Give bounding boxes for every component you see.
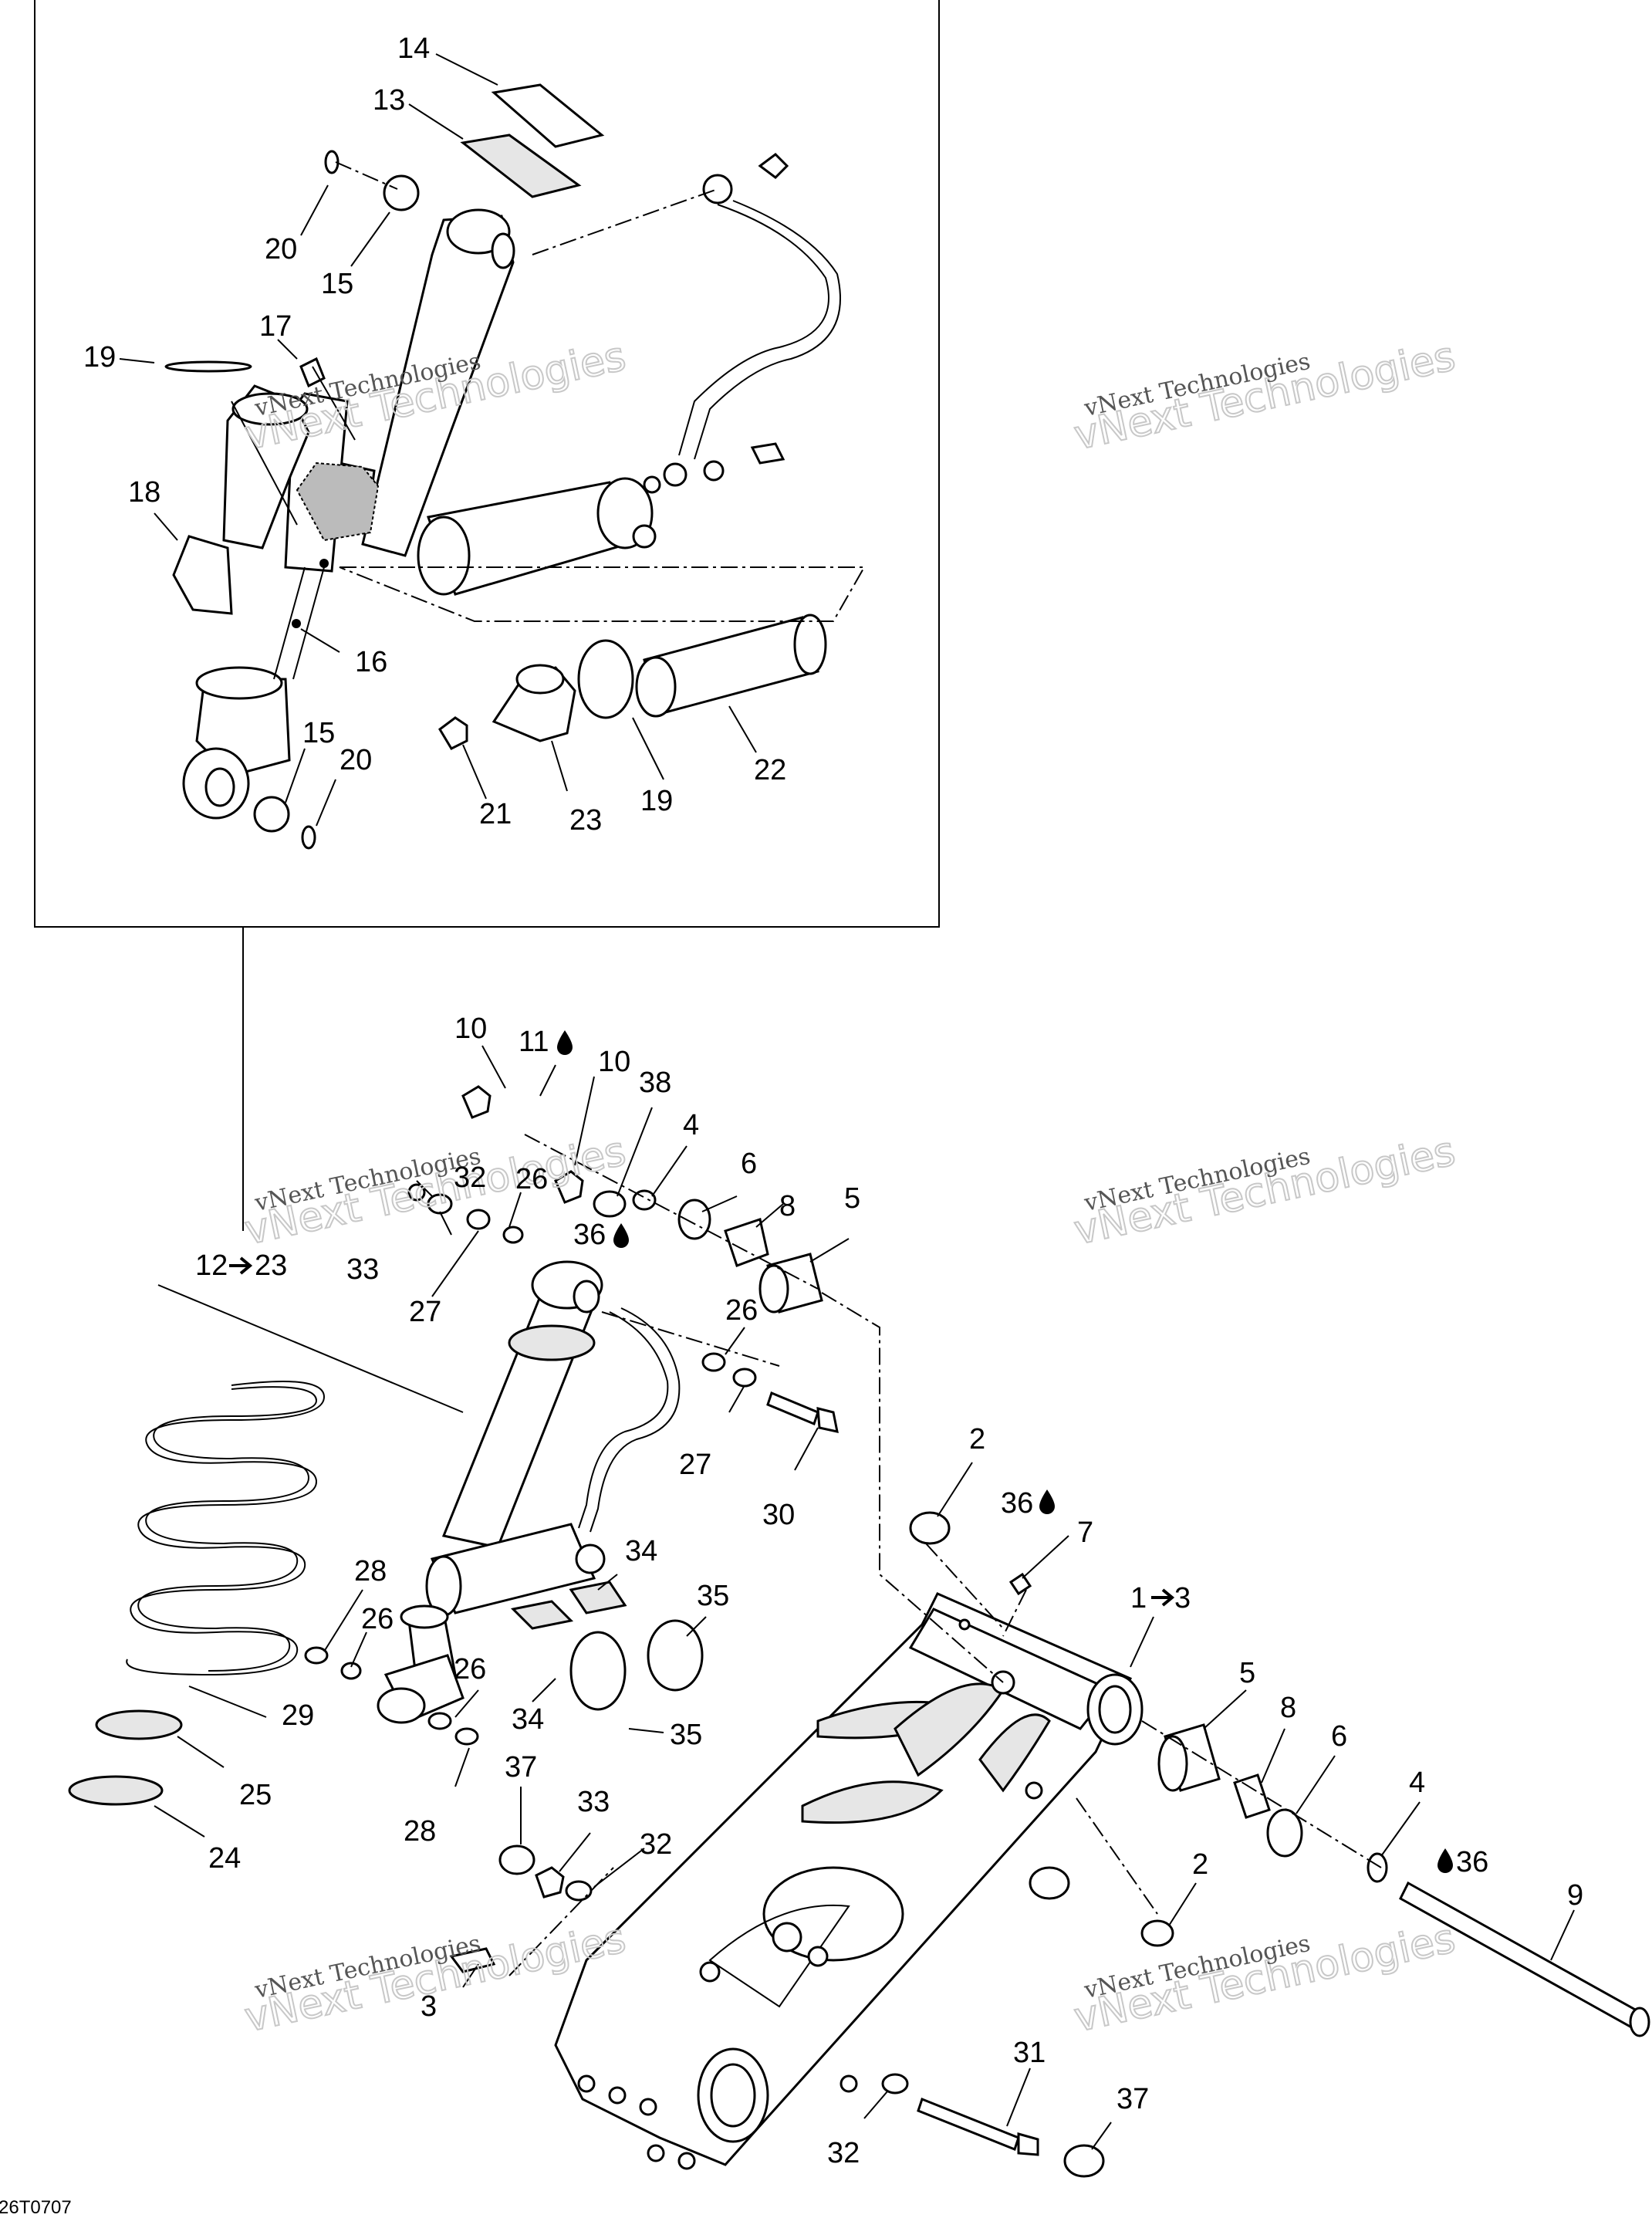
callout-label: 9 bbox=[1567, 1879, 1583, 1912]
callout-label: 23 bbox=[569, 804, 602, 837]
clamp-35a bbox=[569, 1631, 627, 1711]
arrow-right-icon bbox=[1151, 1588, 1175, 1607]
callout-label: 3 bbox=[1174, 1582, 1191, 1614]
callout-label: 27 bbox=[679, 1449, 711, 1481]
callout-label: 27 bbox=[409, 1296, 441, 1328]
callout-label: 26 bbox=[454, 1653, 486, 1685]
cap-37b bbox=[1063, 2144, 1105, 2178]
callout-label: 33 bbox=[577, 1786, 610, 1818]
shock-absorber-inset bbox=[34, 0, 940, 1231]
callout-label: 18 bbox=[128, 476, 160, 509]
callout-label: 3 bbox=[421, 1990, 437, 2023]
bolt-30 bbox=[701, 1352, 839, 1433]
callout-label: 31 bbox=[1013, 2037, 1046, 2069]
callout-label: 20 bbox=[265, 233, 297, 265]
callout-label: 2 bbox=[969, 1423, 985, 1456]
callout-label: 4 bbox=[1409, 1767, 1425, 1799]
main-assembly bbox=[68, 1085, 1650, 2178]
lubricant-drop-icon bbox=[613, 1223, 629, 1248]
callout-label: 28 bbox=[354, 1555, 387, 1587]
callout-label: 19 bbox=[83, 341, 116, 374]
plug-upper bbox=[1029, 1866, 1070, 1900]
lubricant-drop-icon bbox=[1437, 1848, 1453, 1873]
callout-label: 5 bbox=[1239, 1657, 1255, 1689]
cap-2a bbox=[909, 1511, 951, 1545]
swing-arm bbox=[554, 1592, 1144, 2170]
shock-body-inset bbox=[182, 208, 515, 820]
callout-label: 8 bbox=[779, 1190, 796, 1222]
cap-2b bbox=[1140, 1919, 1174, 1947]
clamp-35b bbox=[647, 1619, 704, 1692]
reservoir-hose-inset bbox=[678, 153, 841, 465]
reservoir-inset bbox=[417, 460, 725, 596]
callout-label: 13 bbox=[373, 84, 405, 117]
inset-frame bbox=[34, 0, 940, 928]
callout-label: 36 bbox=[1456, 1846, 1488, 1878]
callout-label: 32 bbox=[454, 1161, 486, 1194]
callout-label: 24 bbox=[208, 1842, 241, 1875]
lubricant-drop-icon bbox=[557, 1030, 573, 1055]
reservoir-parts-inset bbox=[438, 614, 827, 750]
callout-label: 6 bbox=[741, 1148, 757, 1180]
callout-label: 35 bbox=[697, 1580, 729, 1612]
bushing-34a bbox=[510, 1600, 574, 1630]
callout-label: 1 bbox=[1130, 1582, 1147, 1614]
top-hardware-inset bbox=[164, 83, 605, 850]
callout-label: 4 bbox=[683, 1109, 699, 1141]
callout-label: 36 bbox=[1001, 1487, 1033, 1520]
callout-label: 23 bbox=[255, 1249, 287, 1282]
callout-label: 26 bbox=[361, 1603, 394, 1635]
document-code: 26T0707 bbox=[0, 2197, 72, 2218]
callout-label: 14 bbox=[397, 32, 430, 65]
callout-label: 28 bbox=[404, 1815, 436, 1848]
callout-label: 10 bbox=[454, 1013, 487, 1045]
coil-spring bbox=[126, 1381, 326, 1676]
callout-label: 7 bbox=[1077, 1516, 1093, 1549]
callout-label: 8 bbox=[1280, 1692, 1296, 1724]
callout-label: 2 bbox=[1192, 1848, 1208, 1881]
shock-assembly bbox=[377, 1260, 681, 1724]
callout-label: 16 bbox=[355, 646, 387, 678]
callout-label: 30 bbox=[762, 1499, 795, 1531]
bushing-34b bbox=[569, 1581, 627, 1614]
callout-label: 21 bbox=[479, 798, 512, 830]
leader-lines bbox=[119, 53, 1575, 2150]
callout-label: 34 bbox=[625, 1535, 657, 1567]
callout-label: 22 bbox=[754, 754, 786, 786]
callout-label: 11 bbox=[519, 1026, 549, 1058]
callout-label: 37 bbox=[505, 1751, 537, 1784]
callout-label: 32 bbox=[827, 2137, 860, 2169]
callout-label: 17 bbox=[259, 310, 292, 343]
callout-label: 32 bbox=[640, 1828, 672, 1861]
callout-label: 6 bbox=[1331, 1720, 1347, 1753]
pivot-parts-right bbox=[1157, 1723, 1650, 2037]
spring-seat-25 bbox=[95, 1709, 183, 1740]
callout-label: 26 bbox=[725, 1294, 758, 1327]
callout-label: 20 bbox=[340, 744, 372, 776]
callout-label: 10 bbox=[598, 1046, 630, 1078]
callout-label: 12 bbox=[195, 1249, 228, 1282]
upper-mount-hardware bbox=[407, 1085, 823, 1314]
arrow-right-icon bbox=[229, 1256, 253, 1275]
lower-mount-hardware bbox=[304, 1646, 593, 1973]
callout-label: 37 bbox=[1117, 2083, 1149, 2115]
lubricant-drop-icon bbox=[1039, 1489, 1055, 1514]
callout-label: 25 bbox=[239, 1779, 272, 1811]
grease-fitting-7 bbox=[1008, 1572, 1032, 1596]
callout-label: 5 bbox=[844, 1182, 860, 1215]
callout-label: 33 bbox=[346, 1253, 379, 1286]
callout-label: 15 bbox=[321, 268, 353, 300]
callout-label: 15 bbox=[302, 717, 335, 749]
callout-label: 35 bbox=[670, 1719, 702, 1751]
callout-label: 19 bbox=[640, 785, 673, 817]
callout-label: 34 bbox=[512, 1703, 544, 1736]
callout-label: 36 bbox=[573, 1219, 606, 1251]
callout-label: 26 bbox=[515, 1163, 548, 1195]
callout-labels: 14 13 20 15 17 19 18 16 15 20 21 23 19 2… bbox=[83, 32, 1583, 2169]
callout-label: 29 bbox=[282, 1699, 314, 1732]
spring-seat-24 bbox=[68, 1775, 164, 1806]
bolt-31 bbox=[881, 2073, 1039, 2156]
callout-label: 38 bbox=[639, 1067, 671, 1099]
